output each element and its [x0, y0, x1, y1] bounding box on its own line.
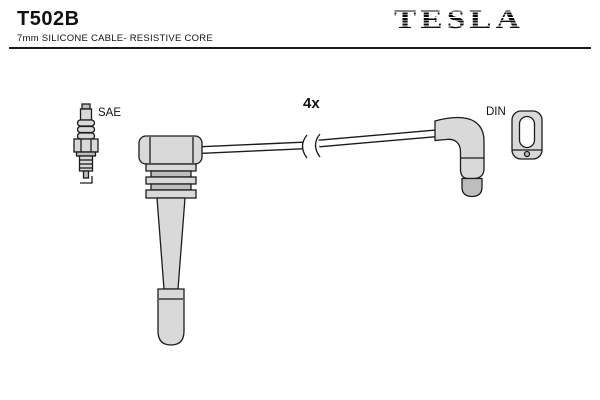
elbow-body	[434, 116, 485, 180]
plug-ground-electrode	[80, 176, 93, 184]
terminal-contact-dot	[523, 150, 531, 158]
din-elbow-boot	[434, 116, 485, 198]
plug-terminal-stem	[79, 108, 93, 121]
wire-segment-left-core	[201, 142, 304, 153]
boot-tip	[157, 288, 185, 346]
plug-terminal-nub	[81, 103, 91, 110]
wire-segment-right-core	[318, 130, 441, 147]
boot-rib	[145, 163, 197, 172]
quantity-label: 4x	[303, 95, 320, 112]
wire-break-mark	[314, 133, 321, 158]
ignition-wire	[201, 129, 441, 159]
sae-label: SAE	[98, 107, 121, 119]
straight-plug-boot	[138, 135, 203, 346]
tesla-brand-logo: TESLA	[394, 4, 524, 34]
spark-plug-drawing	[73, 103, 99, 184]
boot-rib	[150, 183, 192, 191]
header-divider	[9, 47, 591, 49]
terminal-window	[518, 115, 536, 149]
product-subtitle: 7mm SILICONE CABLE- RESISTIVE CORE	[17, 33, 213, 44]
plug-center-electrode	[82, 170, 90, 179]
elbow-tip	[461, 177, 483, 198]
plug-insulator-rib	[76, 132, 96, 140]
plug-hex-nut	[73, 138, 99, 153]
wire-break-mark	[301, 134, 308, 159]
din-label: DIN	[486, 106, 506, 118]
plug-insulator-rib	[76, 125, 96, 134]
boot-rib	[145, 189, 197, 199]
plug-insulator-rib	[76, 119, 96, 127]
boot-shaft	[156, 197, 186, 290]
boot-rib	[145, 176, 197, 185]
din-terminal-detail	[511, 110, 543, 160]
boot-rib	[150, 170, 192, 178]
part-number: T502B	[17, 8, 80, 30]
